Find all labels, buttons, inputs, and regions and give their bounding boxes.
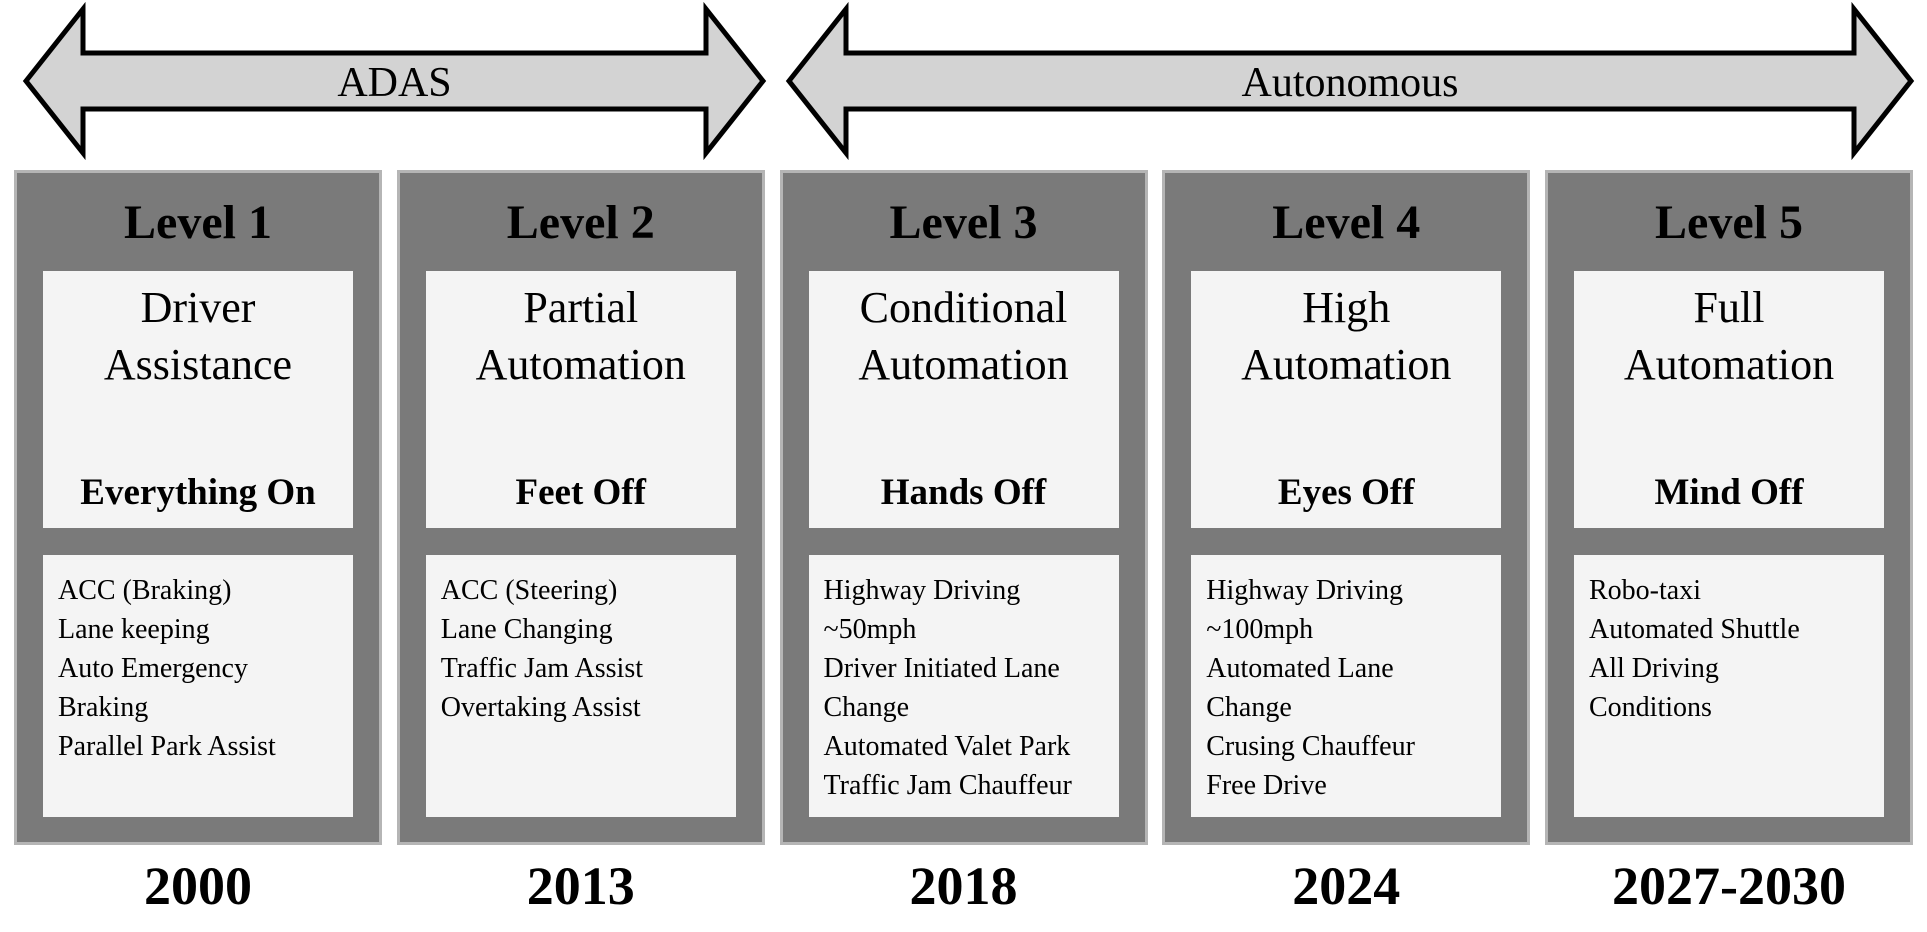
year-label: 2000 (144, 856, 252, 916)
double-arrow-shape (785, 1, 1915, 161)
mode-box: Partial Automation Feet Off (425, 271, 736, 528)
mode-box: High Automation Eyes Off (1191, 271, 1502, 528)
feature-item: Overtaking Assist (440, 692, 641, 723)
adas-arrow: ADAS (22, 1, 767, 161)
mode-title: Conditional Automation (858, 283, 1069, 389)
feature-item: ACC (Steering) (440, 575, 618, 606)
mode-box: Conditional Automation Hands Off (808, 271, 1119, 528)
year-label: 2024 (1292, 856, 1401, 916)
feature-item: Lane keeping (58, 614, 210, 645)
mode-label: Everything On (80, 472, 316, 513)
phase-arrows: ADAS Autonomous (0, 1, 1927, 161)
feature-item: ACC (Braking) (58, 575, 232, 606)
mode-label: Eyes Off (1277, 472, 1415, 513)
feature-item: Traffic Jam Chauffeur (823, 770, 1072, 801)
level-title: Level 5 (1655, 195, 1803, 249)
feature-item: All Driving Conditions (1589, 653, 1719, 723)
level-4-column: Level 4 High Automation Eyes Off Highway… (1162, 170, 1531, 845)
level-1-column: Level 1 Driver Assistance Everything On … (14, 170, 382, 845)
year-label: 2013 (526, 856, 635, 916)
mode-title: Driver Assistance (103, 283, 293, 389)
feature-item: Driver Initiated Lane Change (823, 653, 1060, 723)
feature-item: Highway Driving ~50mph (823, 575, 1021, 645)
mode-title: High Automation (1241, 283, 1452, 389)
mode-box: Full Automation Mind Off (1574, 271, 1884, 528)
feature-item: Traffic Jam Assist (440, 653, 643, 684)
level-title: Level 1 (124, 195, 272, 249)
level-3-column: Level 3 Conditional Automation Hands Off… (779, 170, 1148, 845)
feature-item: Crusing Chauffeur (1206, 731, 1415, 762)
timeline-years: 2000 2013 2018 2024 2027-2030 (14, 855, 1913, 917)
features-box: Highway Driving ~50mph Driver Initiated … (808, 555, 1119, 817)
feature-item: Automated Shuttle (1589, 614, 1800, 645)
feature-item: Free Drive (1206, 770, 1327, 801)
feature-item: Automated Lane Change (1206, 653, 1394, 723)
mode-title: Full Automation (1623, 283, 1835, 389)
feature-item: Automated Valet Park (823, 731, 1071, 762)
feature-item: Auto Emergency Braking (58, 653, 248, 723)
level-title: Level 4 (1272, 195, 1421, 249)
levels-row: Level 1 Driver Assistance Everything On … (14, 170, 1913, 845)
mode-box: Driver Assistance Everything On (43, 271, 353, 528)
year-label: 2018 (909, 856, 1018, 916)
mode-title: Partial Automation (475, 283, 686, 389)
double-arrow-shape (22, 1, 767, 161)
mode-label: Mind Off (1654, 472, 1804, 513)
features-box: Highway Driving ~100mph Automated Lane C… (1191, 555, 1502, 817)
feature-item: Highway Driving ~100mph (1206, 575, 1404, 645)
mode-label: Feet Off (515, 472, 646, 513)
features-box: ACC (Steering) Lane Changing Traffic Jam… (425, 555, 736, 817)
features-box: Robo-taxi Automated Shuttle All Driving … (1574, 555, 1884, 817)
feature-item: Robo-taxi (1589, 575, 1701, 606)
autonomous-arrow: Autonomous (785, 1, 1915, 161)
year-label: 2027-2030 (1612, 856, 1846, 916)
level-5-column: Level 5 Full Automation Mind Off Robo-ta… (1545, 170, 1913, 845)
autonomous-arrow-label: Autonomous (1241, 60, 1458, 106)
feature-item: Lane Changing (440, 614, 613, 645)
feature-item: Parallel Park Assist (58, 731, 276, 762)
mode-label: Hands Off (880, 472, 1047, 513)
adas-arrow-label: ADAS (337, 60, 451, 106)
level-title: Level 3 (889, 195, 1038, 249)
features-box: ACC (Braking) Lane keeping Auto Emergenc… (43, 555, 353, 817)
level-title: Level 2 (506, 195, 655, 249)
level-2-column: Level 2 Partial Automation Feet Off ACC … (396, 170, 765, 845)
